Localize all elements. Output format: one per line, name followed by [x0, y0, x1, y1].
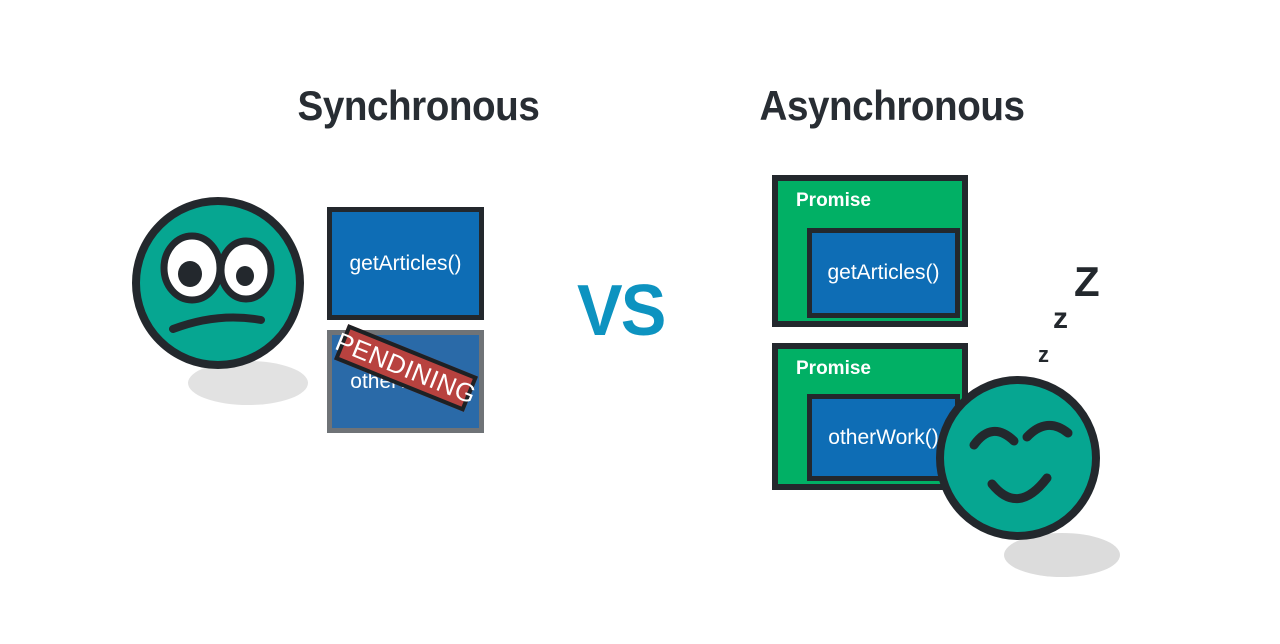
promise-inner-box-getarticles-label: getArticles() [827, 261, 940, 284]
promise-box-getarticles-title: Promise [796, 190, 871, 211]
promise-box-getarticles[interactable]: Promise getArticles() [772, 175, 968, 327]
versus-label: VS [577, 271, 666, 351]
waiting-face [128, 190, 338, 410]
waiting-face-shadow [188, 361, 308, 405]
sleep-z-medium: z [1053, 302, 1068, 335]
sleeping-face-eye-right [1022, 421, 1073, 442]
promise-box-otherwork[interactable]: Promise otherWork() [772, 343, 968, 490]
waiting-face-mouth [169, 313, 265, 333]
sync-call-box-getarticles[interactable]: getArticles() [327, 207, 484, 320]
page-title-synchronous: Synchronous [297, 82, 540, 129]
promise-inner-box-otherwork-label: otherWork() [828, 425, 939, 449]
promise-box-otherwork-title: Promise [796, 358, 871, 379]
waiting-face-pupil-right [236, 266, 254, 286]
sync-call-box-getarticles-label: getArticles() [349, 251, 462, 275]
sleeping-face [930, 375, 1145, 590]
promise-inner-box-otherwork[interactable]: otherWork() [807, 394, 960, 481]
sleep-z-large: Z [1074, 258, 1100, 305]
page-title-asynchronous: Asynchronous [759, 82, 1025, 129]
sleeping-face-shadow [1004, 533, 1120, 577]
waiting-face-pupil-left [178, 261, 202, 287]
sleeping-face-eye-left [969, 427, 1019, 450]
sleeping-face-mouth [987, 473, 1052, 504]
promise-inner-box-getarticles[interactable]: getArticles() [807, 228, 960, 318]
sleep-z-small: z [1038, 342, 1049, 367]
sleeping-face-head [936, 376, 1100, 540]
